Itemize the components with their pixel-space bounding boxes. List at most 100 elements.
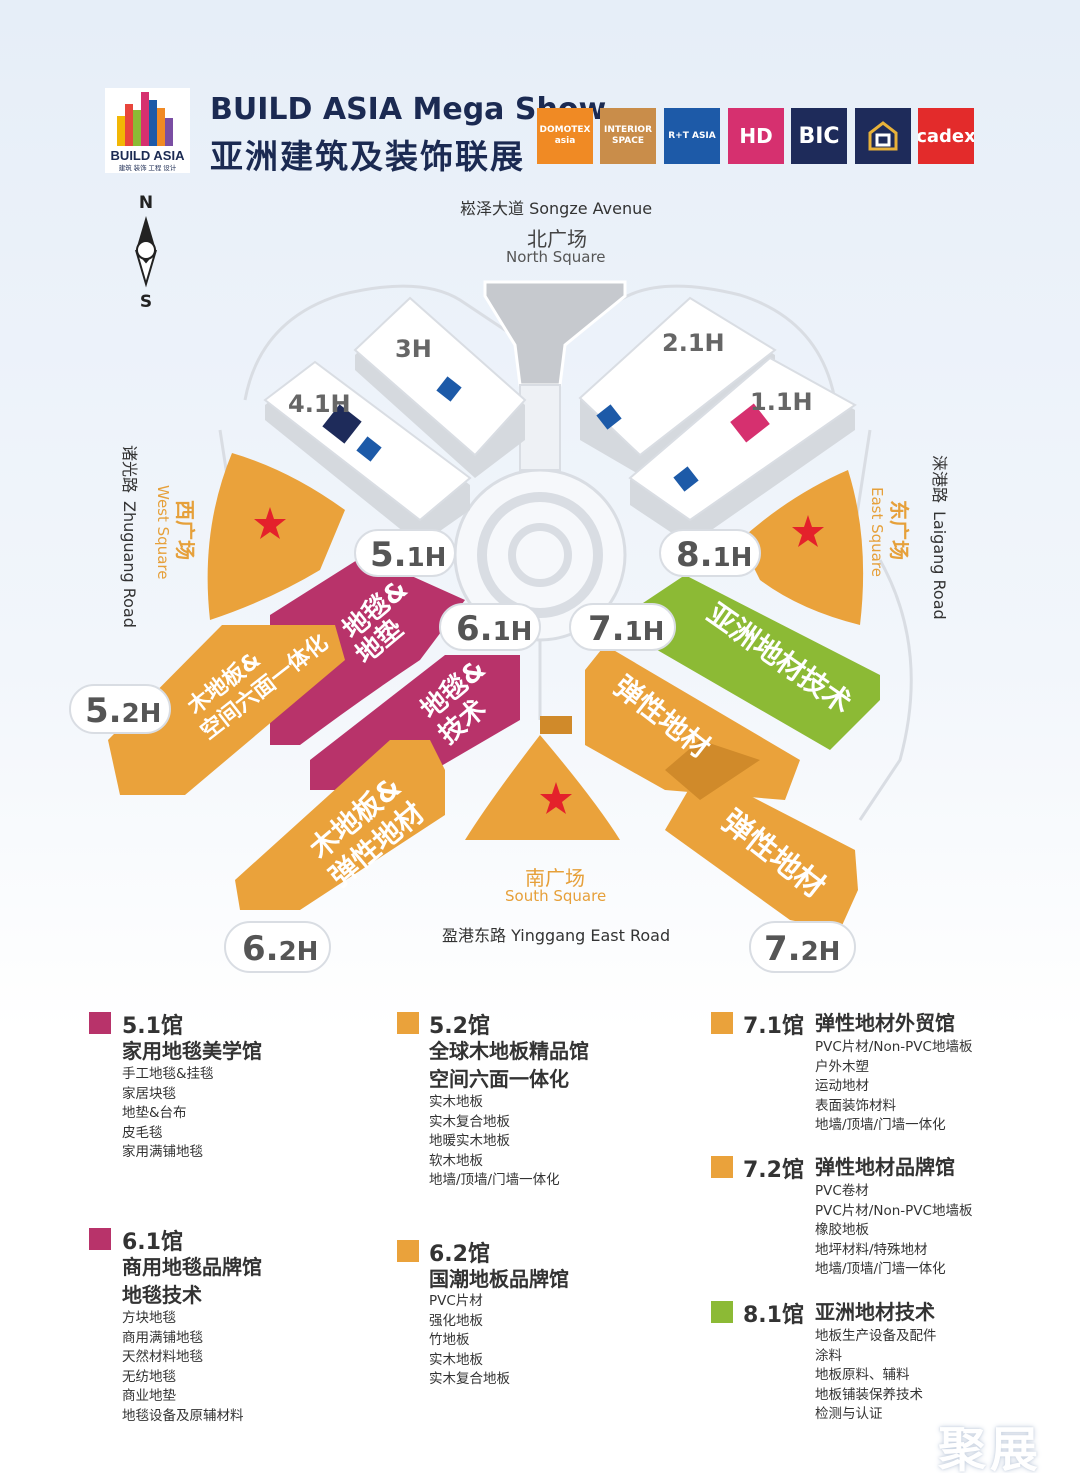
legend-items-72: PVC卷材 PVC片材/Non-PVC地墙板 橡胶地板 地坪材料/特殊地材 地墙… (815, 1182, 972, 1280)
build-asia-logo: BUILD ASIA 建筑 装饰 工程 设计 (105, 88, 190, 173)
west-road-en: Zhuguang Road (120, 501, 139, 628)
legend-item: 方块地毯 (122, 1310, 176, 1326)
legend-hall-81: 8.1馆 (743, 1303, 804, 1328)
east-square-en: East Square (868, 487, 886, 577)
legend-item: 天然材料地毯 (122, 1349, 203, 1366)
north-walkway (519, 384, 561, 471)
badge-h61-text: 6.1H (456, 609, 532, 649)
south-square-cn: 南广场 (525, 866, 585, 890)
badge-h71-text: 7.1H (588, 609, 664, 649)
badge-h62 (224, 921, 331, 973)
legend-item: PVC卷材 (815, 1183, 869, 1199)
south-star-icon (540, 782, 572, 814)
legend-item: 实木复合地板 (429, 1113, 510, 1130)
legend-items-52: 实木地板 实木复合地板 地暖实木地板 软木地板 地墙/顶墙/门墙一体化 (429, 1093, 560, 1191)
square-logo-icon (868, 121, 898, 151)
legend-title-81: 亚洲地材技术 (815, 1300, 935, 1324)
badge-h71 (569, 603, 676, 651)
legend-hall-71: 7.1馆 (743, 1014, 804, 1039)
legend-title-52a: 全球木地板精品馆 (429, 1039, 589, 1063)
badge-h51-small: 1H (407, 543, 447, 573)
east-road-label: 涞港路 Laigang Road (930, 455, 949, 620)
badge-h51 (354, 529, 456, 577)
legend-item: 运动地材 (815, 1078, 869, 1095)
badge-h52-text: 5.2H (85, 691, 161, 731)
legend-item: 地垫&台布 (122, 1105, 187, 1122)
legend-item: 实木复合地板 (429, 1371, 510, 1388)
legend-item: 地墙/顶墙/门墙一体化 (429, 1172, 560, 1189)
badge-h62-small: 2H (279, 937, 319, 967)
legend-hall-52: 5.2馆 (429, 1014, 490, 1039)
zone-h72 (665, 770, 858, 930)
legend-title-51: 家用地毯美学馆 (122, 1039, 262, 1063)
legend-title-52b: 空间六面一体化 (429, 1067, 569, 1091)
east-square-area (740, 470, 864, 625)
legend-item: 地墙/顶墙/门墙一体化 (815, 1117, 946, 1134)
badge-h72 (749, 921, 856, 973)
hall-21h-label: 2.1H (662, 329, 725, 357)
legend-item: 地板原料、辅料 (815, 1367, 910, 1384)
brand-logo-rt-asia: R+T ASIA (664, 108, 720, 164)
badge-h72-big: 7. (764, 929, 801, 969)
logo-subtext: 建筑 装饰 工程 设计 (119, 163, 177, 172)
badge-h72-text: 7.2H (764, 929, 840, 969)
compass-north: N (139, 193, 153, 213)
legend-item: 软木地板 (429, 1152, 483, 1169)
badge-h61 (439, 603, 541, 651)
legend-item: 竹地板 (429, 1332, 470, 1349)
west-road-cn: 诸光路 (120, 445, 139, 493)
legend-item: 实木地板 (429, 1351, 483, 1368)
title-chinese: 亚洲建筑及装饰联展 (210, 137, 525, 176)
legend-title-71: 弹性地材外贸馆 (815, 1011, 955, 1035)
brand-logo-bic: BIC (791, 108, 847, 164)
legend-item: 检测与认证 (815, 1406, 883, 1423)
legend-item: PVC片材/Non-PVC地墙板 (815, 1202, 973, 1219)
legend-item: 强化地板 (429, 1312, 483, 1329)
badge-h71-small: 1H (625, 617, 665, 647)
badge-h61-small: 1H (493, 617, 533, 647)
legend-title-61b: 地毯技术 (122, 1283, 202, 1307)
badge-h62-big: 6. (242, 929, 279, 969)
legend-item: 橡胶地板 (815, 1222, 869, 1239)
legend-item: 商业地垫 (122, 1388, 176, 1405)
legend-items-62: PVC片材 强化地板 竹地板 实木地板 实木复合地板 (429, 1292, 510, 1390)
legend-swatch-81 (711, 1301, 733, 1323)
hall-21h-building (578, 296, 777, 475)
brand-logo-cadex: cadex (918, 108, 974, 164)
east-road-cn: 涞港路 (930, 455, 949, 503)
east-road-en: Laigang Road (930, 511, 949, 620)
zone-h72-step (665, 740, 760, 800)
legend-item: 地墙/顶墙/门墙一体化 (815, 1261, 946, 1278)
legend-swatch-71 (711, 1012, 733, 1034)
badge-h52-small: 2H (122, 699, 162, 729)
south-gate (540, 716, 572, 734)
legend-title-72: 弹性地材品牌馆 (815, 1155, 955, 1179)
badge-h52 (69, 684, 171, 734)
brand-logo-square-icon (855, 108, 911, 164)
hall-3h-label: 3H (395, 335, 432, 363)
legend-swatch-72 (711, 1156, 733, 1178)
brand-hd-text: HD (739, 123, 773, 148)
badge-h72-small: 2H (801, 937, 841, 967)
east-square-cn: 东广场 (887, 500, 911, 560)
brand-logo-domotex: DOMOTEX asia (537, 108, 593, 164)
badge-h81-text: 8.1H (676, 535, 752, 575)
zone-h52 (108, 625, 345, 795)
legend-item: 地毯设备及原辅材料 (122, 1407, 244, 1424)
logo-text: BUILD ASIA (111, 148, 186, 163)
legend-items-81: 地板生产设备及配件 涂料 地板原料、辅料 地板铺装保养技术 检测与认证 (815, 1327, 937, 1425)
badge-h61-big: 6. (456, 609, 493, 649)
north-square-en: North Square (506, 248, 606, 266)
zone-h81 (640, 575, 880, 750)
compass-south: S (140, 292, 152, 312)
hall-41h-label: 4.1H (288, 390, 351, 418)
west-road-label: 诸光路 Zhuguang Road (120, 445, 139, 628)
badge-h51-big: 5. (370, 535, 407, 575)
zone-h51 (270, 555, 465, 745)
legend-item: 地坪材料/特殊地材 (815, 1241, 928, 1258)
hall-11h-label: 1.1H (750, 388, 813, 416)
map-outlines (218, 284, 913, 821)
brand-rt-asia-text: R+T ASIA (668, 130, 716, 141)
legend-swatch-52 (397, 1012, 419, 1034)
